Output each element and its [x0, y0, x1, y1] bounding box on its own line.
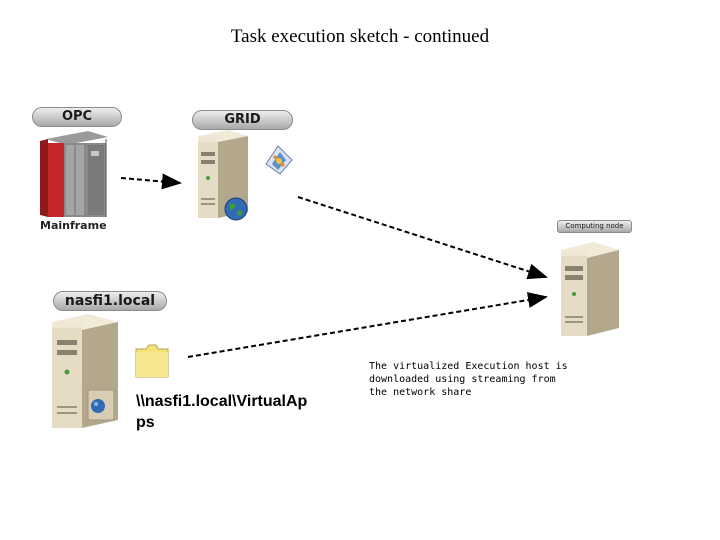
computing-node-server-icon — [561, 242, 619, 336]
opc-header: OPC — [32, 107, 122, 127]
arrow-opc-to-grid — [120, 173, 182, 190]
mainframe-icon — [40, 131, 108, 217]
arrow-share-to-computing-node — [187, 292, 548, 358]
slide-title: Task execution sketch - continued — [230, 26, 490, 47]
arrow-grid-to-computing-node — [297, 196, 548, 280]
grid-server-icon — [198, 130, 248, 218]
network-share-path: \\nasfi1.local\VirtualApps — [136, 393, 308, 431]
nasfi-server-icon — [52, 314, 118, 428]
computing-node-header: Computing node — [557, 220, 632, 233]
streaming-note: The virtualized Execution host is downlo… — [369, 361, 568, 398]
grid-header: GRID — [192, 110, 293, 130]
nasfi-header: nasfi1.local — [53, 291, 167, 311]
folder-icon — [135, 344, 169, 378]
globe-icon — [224, 197, 248, 221]
grid-tool-icon — [265, 145, 293, 175]
mainframe-caption: Mainframe — [40, 219, 107, 232]
